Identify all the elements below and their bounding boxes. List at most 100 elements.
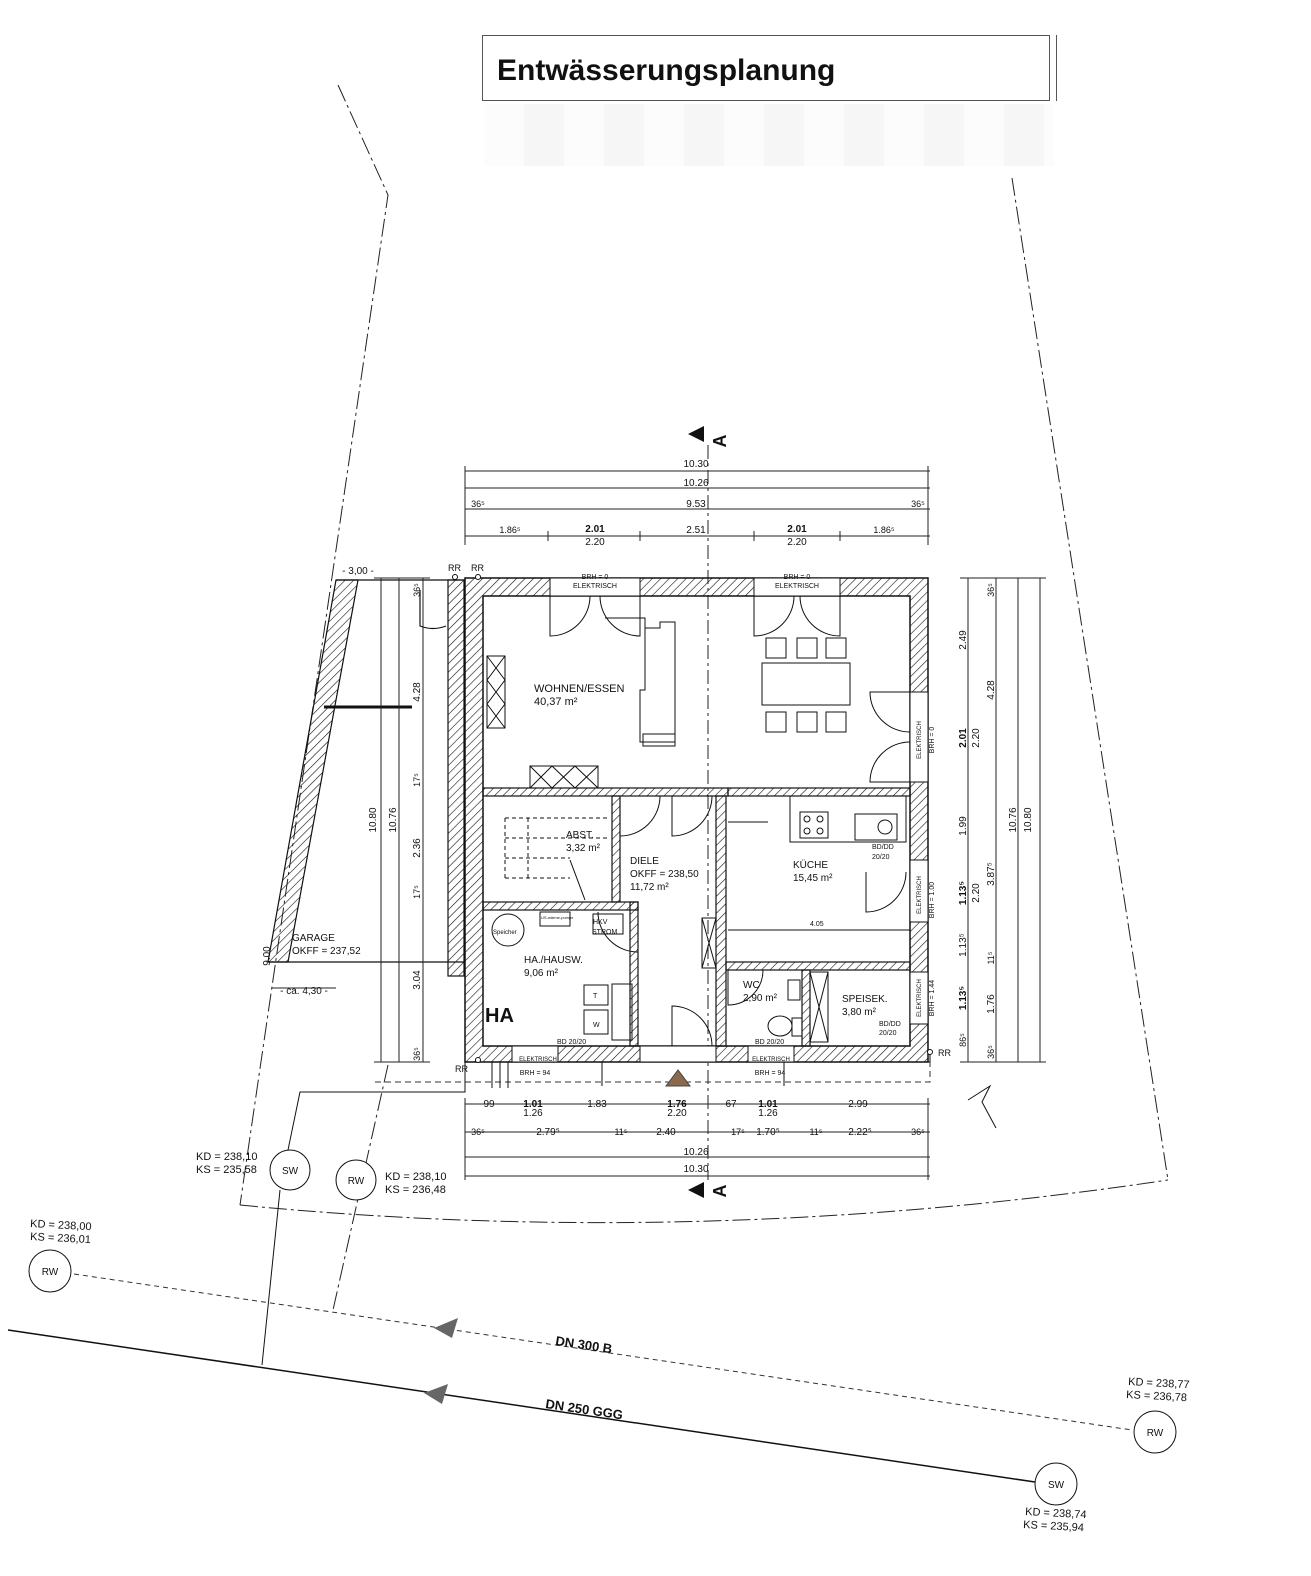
label-rr-4: RR xyxy=(938,1048,951,1058)
room-garage-name: GARAGE xyxy=(292,933,335,944)
room-abst-name: ABST. xyxy=(566,830,594,841)
dim-r-1076: 10.76 xyxy=(1008,807,1019,832)
label-brh94-left: BRH = 94 xyxy=(520,1070,551,1077)
label-brh144: BRH = 1.44 xyxy=(929,980,936,1016)
label-rr-1: RR xyxy=(448,563,461,573)
dim-r-113-2: 1.13⁵ xyxy=(958,933,969,957)
dim-top-201-left: 2.01 xyxy=(585,524,605,535)
label-bd-speise2: 20/20 xyxy=(879,1030,897,1037)
label-bd-kueche2: 20/20 xyxy=(872,854,890,861)
dim-top-251: 2.51 xyxy=(686,525,706,536)
dim-top-186-left: 1.86⁵ xyxy=(499,525,521,535)
dimension-lines-top xyxy=(464,466,930,545)
section-label-bottom: A xyxy=(710,1185,730,1198)
dim-bot-240: 2.40 xyxy=(656,1127,676,1138)
dim-l-1080: 10.80 xyxy=(368,807,379,832)
room-wc-area: 2,90 m² xyxy=(743,993,778,1004)
dim-top-1030: 10.30 xyxy=(683,459,708,470)
dim-bot-176: 1.76 xyxy=(667,1099,687,1110)
pipe-label-rain: DN 300 B xyxy=(555,1333,614,1356)
label-w: W xyxy=(593,1022,600,1029)
room-abst-area: 3,32 m² xyxy=(566,843,601,854)
shaft-2-type: RW xyxy=(348,1176,365,1187)
dim-bot-1026: 10.26 xyxy=(683,1147,708,1158)
dim-bot-170: 1.70⁵ xyxy=(756,1127,780,1138)
shaft-1-type: SW xyxy=(282,1166,299,1177)
dimension-lines-right xyxy=(960,577,1046,1063)
dim-l-1076: 10.76 xyxy=(388,807,399,832)
dim-bot-17: 17⁵ xyxy=(731,1127,745,1137)
room-hausw-name: HA./HAUSW. xyxy=(524,955,583,966)
main-pipes xyxy=(7,1273,1133,1483)
dim-bot-279: 2.79⁵ xyxy=(536,1127,560,1138)
dim-bot-36-right: 36⁵ xyxy=(911,1127,925,1137)
dim-top-1026: 10.26 xyxy=(683,478,708,489)
dim-bot-183: 1.83 xyxy=(587,1099,607,1110)
dimension-lines-left xyxy=(272,577,430,1063)
title-box: Entwässerungsplanung xyxy=(482,35,1050,101)
shaft-2-ks: KS = 236,48 xyxy=(385,1184,446,1196)
shaft-5-type: SW xyxy=(1048,1480,1065,1491)
door-swings xyxy=(549,595,911,1047)
label-speicher: Speicher xyxy=(493,930,517,936)
room-kueche-name: KÜCHE xyxy=(793,859,828,871)
dimension-lines-bottom xyxy=(464,1098,930,1180)
dim-r-428: 4.28 xyxy=(986,680,997,700)
label-t: T xyxy=(593,993,598,1000)
terrace-outline xyxy=(375,1062,931,1083)
dim-top-186-right: 1.86⁵ xyxy=(873,525,895,535)
dim-r-176: 1.76 xyxy=(986,994,997,1014)
drain-pipes xyxy=(261,1054,931,1366)
dim-l-430: - ca. 4,30 - xyxy=(280,986,328,997)
shaft-5-ks: KS = 235,94 xyxy=(1023,1519,1084,1534)
room-wc-name: WC xyxy=(743,980,760,991)
label-brh0-right: BRH = 0 xyxy=(784,574,811,581)
room-hausw-area: 9,06 m² xyxy=(524,968,559,979)
dim-l-236: 2.36 xyxy=(412,838,423,858)
dim-bot-126-right: 1.26 xyxy=(758,1108,778,1119)
label-strom: STROM xyxy=(592,929,617,936)
shaft-5-kd: KD = 238,74 xyxy=(1025,1506,1087,1521)
entrance-marker xyxy=(665,1069,691,1087)
dim-bot-36-left: 36⁵ xyxy=(471,1127,485,1137)
label-brh94-right: BRH = 94 xyxy=(755,1070,786,1077)
dim-r-249: 2.49 xyxy=(958,630,969,650)
label-uswarm: US-wärme-pumpe xyxy=(541,915,574,920)
room-wohnen-area: 40,37 m² xyxy=(534,696,578,708)
dim-bot-101-right: 1.01 xyxy=(758,1099,778,1110)
dim-top-220-right: 2.20 xyxy=(787,537,807,548)
dim-l-900: 9.00 xyxy=(262,946,273,966)
garage xyxy=(267,579,465,977)
dim-r-11: 11⁵ xyxy=(986,951,996,964)
label-elektrisch-side1: ELEKTRISCH xyxy=(917,721,923,759)
label-brh0-side: BRH = 0 xyxy=(929,727,936,754)
label-bd-hausw: BD 20/20 xyxy=(557,1039,586,1046)
title-box-edge xyxy=(1056,35,1076,101)
room-kueche-area: 15,45 m² xyxy=(793,873,833,884)
label-ha: HA xyxy=(485,1005,514,1027)
shaft-3-ks: KS = 236,01 xyxy=(30,1231,91,1246)
label-brh100: BRH = 1.00 xyxy=(929,882,936,918)
dim-bot-126-left: 1.26 xyxy=(523,1108,543,1119)
label-rr-2: RR xyxy=(471,563,484,573)
dim-top-201-right: 2.01 xyxy=(787,524,807,535)
house-walls xyxy=(464,577,929,1063)
label-elektrisch-left: ELEKTRISCH xyxy=(573,583,617,590)
label-elektrisch-bl: ELEKTRISCH xyxy=(519,1057,557,1063)
dim-r-113-1: 1.13⁵ xyxy=(958,881,969,905)
label-elektrisch-br: ELEKTRISCH xyxy=(752,1057,790,1063)
dim-r-1080: 10.80 xyxy=(1023,807,1034,832)
label-bd-kueche: BD/DD xyxy=(872,844,894,851)
page-title: Entwässerungsplanung xyxy=(497,54,836,87)
label-rr-3: RR xyxy=(455,1064,468,1074)
room-speise-area: 3,80 m² xyxy=(842,1007,877,1018)
label-hkv: HKV xyxy=(593,919,608,926)
shaft-1-kd: KD = 238,10 xyxy=(196,1151,257,1163)
shaft-3-type: RW xyxy=(42,1267,59,1278)
dim-l-17b: 17⁵ xyxy=(412,885,422,899)
dim-l-428: 4.28 xyxy=(412,682,423,702)
label-bd-speise: BD/DD xyxy=(879,1021,901,1028)
label-bd-wc: BD 20/20 xyxy=(755,1039,784,1046)
shafts xyxy=(28,1149,1177,1506)
rr-markers xyxy=(452,574,933,1063)
